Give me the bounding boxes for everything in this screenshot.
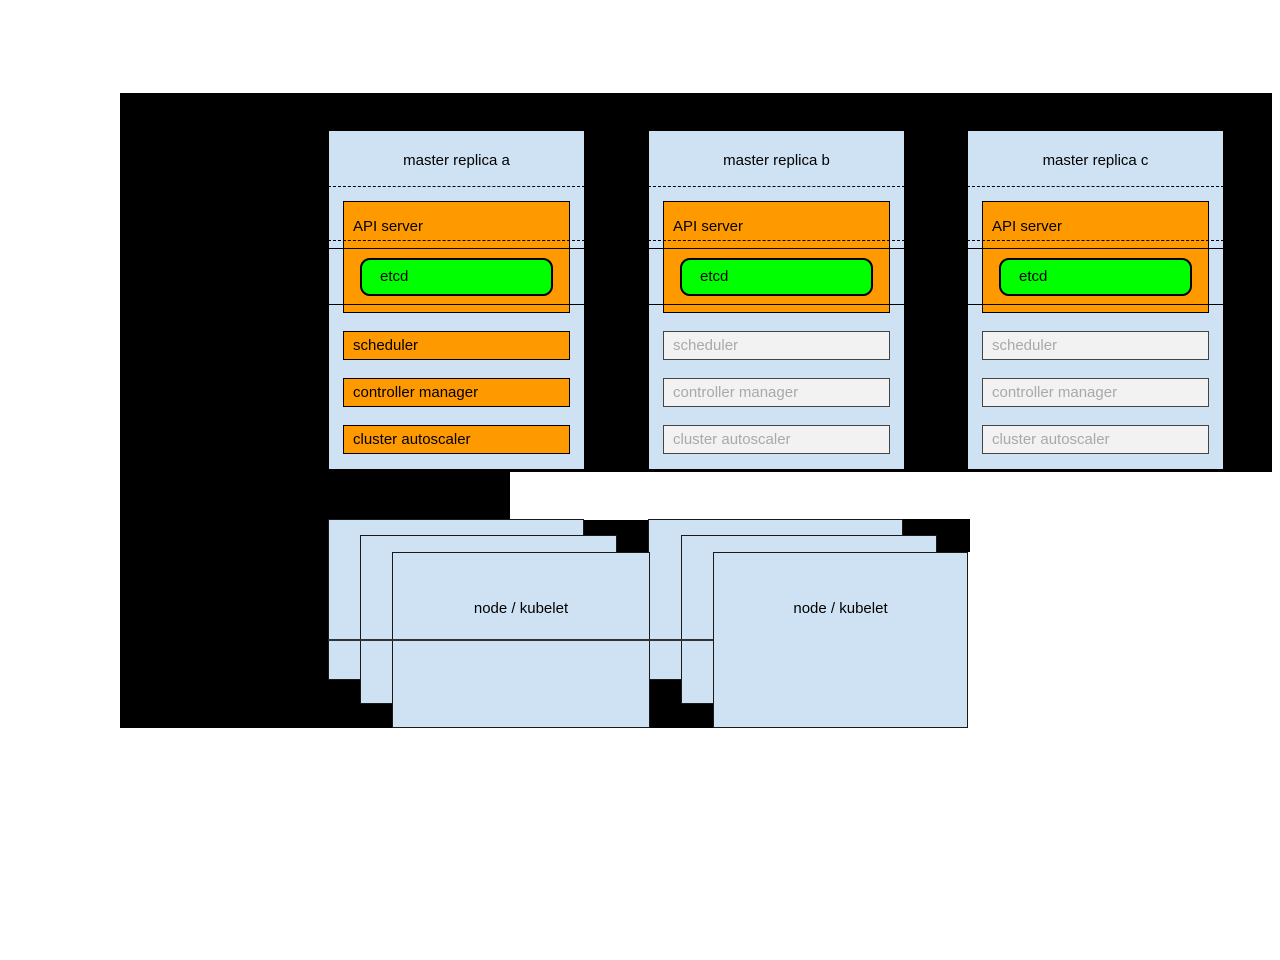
- section-divider-dashed: [648, 186, 905, 187]
- section-divider-solid: [328, 248, 585, 249]
- section-divider-dashed: [328, 240, 585, 241]
- cluster-autoscaler-box: cluster autoscaler: [663, 425, 890, 454]
- section-divider-dashed: [328, 186, 585, 187]
- master-replica-c-panel: master replica c API server etcd schedul…: [967, 130, 1224, 470]
- cluster-autoscaler-box: cluster autoscaler: [982, 425, 1209, 454]
- node-kubelet-label: node / kubelet: [793, 600, 888, 617]
- section-divider-solid: [648, 304, 905, 305]
- master-replica-title: master replica a: [403, 152, 510, 169]
- scheduler-box: scheduler: [663, 331, 890, 360]
- section-divider-solid: [648, 248, 905, 249]
- section-divider-solid: [967, 304, 1224, 305]
- section-divider-dashed: [967, 240, 1224, 241]
- master-replica-a-panel: master replica a API server etcd schedul…: [328, 130, 585, 470]
- section-divider-dashed: [967, 186, 1224, 187]
- api-server-box: API server: [982, 201, 1209, 313]
- node-kubelet-label: node / kubelet: [473, 600, 569, 617]
- etcd-box: etcd: [360, 258, 553, 296]
- api-server-box: API server: [663, 201, 890, 313]
- node-divider-line: [328, 639, 713, 641]
- node-stack2-front-box: node / kubelet: [713, 552, 968, 728]
- canvas-black-step: [120, 472, 510, 520]
- controller-manager-box: controller manager: [982, 378, 1209, 407]
- cluster-autoscaler-box: cluster autoscaler: [343, 425, 570, 454]
- scheduler-box: scheduler: [343, 331, 570, 360]
- section-divider-solid: [967, 248, 1224, 249]
- api-server-box: API server: [343, 201, 570, 313]
- section-divider-solid: [328, 304, 585, 305]
- scheduler-box: scheduler: [982, 331, 1209, 360]
- etcd-box: etcd: [680, 258, 873, 296]
- controller-manager-box: controller manager: [663, 378, 890, 407]
- master-replica-title: master replica b: [723, 152, 830, 169]
- controller-manager-box: controller manager: [343, 378, 570, 407]
- master-replica-b-panel: master replica b API server etcd schedul…: [648, 130, 905, 470]
- section-divider-dashed: [648, 240, 905, 241]
- etcd-box: etcd: [999, 258, 1192, 296]
- master-replica-title: master replica c: [1042, 152, 1149, 169]
